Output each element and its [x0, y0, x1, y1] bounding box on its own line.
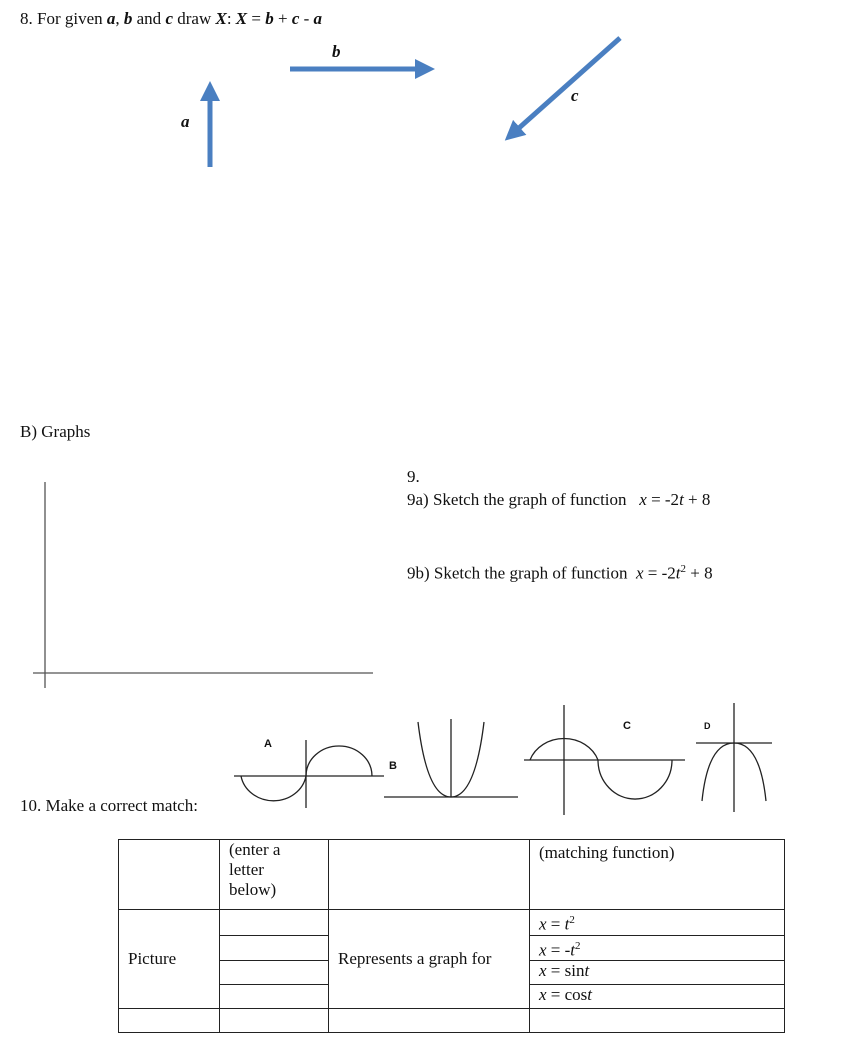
- vector-a-label: a: [181, 112, 190, 131]
- section-b-title: B) Graphs: [20, 422, 91, 441]
- q8-eq-b: b: [265, 9, 274, 28]
- table-row: x = sint: [119, 960, 785, 986]
- fn1-t: t: [564, 914, 570, 934]
- q9b-exp: 2: [680, 563, 687, 575]
- q8-var-b: b: [123, 9, 133, 28]
- letter-input-2[interactable]: [219, 934, 329, 962]
- graph-a-label: A: [264, 738, 272, 750]
- graph-b-sketch: [384, 719, 518, 798]
- q9b-var-x: x: [635, 563, 644, 583]
- graph-d-label: D: [704, 721, 711, 731]
- fn2-sup: 2: [575, 939, 581, 952]
- q9b-prefix: 9b) Sketch the graph of function: [407, 563, 628, 583]
- letter-input-4[interactable]: [219, 984, 329, 1010]
- q8-colon: :: [226, 9, 232, 28]
- vector-c-label: c: [571, 86, 579, 105]
- picture-cell: Picture: [118, 908, 220, 1010]
- q9a-prefix: 9a) Sketch the graph of function: [407, 490, 627, 509]
- function-cell-3: x = sint: [529, 960, 785, 986]
- footer-cell-2[interactable]: [219, 1008, 329, 1034]
- graph-b-label: B: [389, 760, 397, 772]
- q10-label: 10. Make a correct match:: [20, 796, 198, 815]
- graph-d-sketch: [696, 703, 772, 812]
- header-empty-1: [118, 839, 220, 910]
- fn2-eq: = -: [546, 940, 571, 960]
- q8-heading: 8. For given a, b and c draw X: X = b + …: [20, 9, 322, 29]
- table-row: Picture Represents a graph for x = t2: [118, 908, 785, 1010]
- q8-draw: draw: [177, 9, 212, 28]
- q8-var-c: c: [165, 9, 173, 28]
- q9a-post: + 8: [683, 490, 711, 509]
- header-enter-letter: (enter a letter below): [219, 839, 329, 910]
- fn2-var: x: [539, 940, 547, 960]
- q9b-text: 9b) Sketch the graph of function x = -2t…: [407, 559, 713, 584]
- q8-eq-x: X: [235, 9, 248, 28]
- fn3-var: x: [539, 961, 547, 981]
- fn3-t: t: [584, 961, 590, 981]
- footer-cell-3: [328, 1008, 530, 1034]
- fn1-sup: 2: [569, 914, 575, 926]
- fn4-var: x: [539, 985, 547, 1005]
- q8-minus: -: [303, 9, 310, 28]
- footer-cell-1: [118, 1008, 220, 1034]
- q8-and: and: [136, 9, 162, 28]
- footer-cell-4: [529, 1008, 785, 1034]
- q8-eq-sign: =: [251, 9, 261, 28]
- graph-c-label: C: [623, 720, 631, 732]
- q8-var-a: a: [106, 9, 116, 28]
- vector-c-arrow: [504, 36, 622, 141]
- header-enter-line-3: below): [229, 880, 277, 899]
- letter-input-1[interactable]: [219, 909, 329, 936]
- graph-a-sketch: [234, 740, 384, 808]
- letter-input-3[interactable]: [219, 960, 329, 986]
- vector-b-label: b: [332, 42, 341, 61]
- q8-var-x: X: [215, 9, 227, 28]
- header-enter-line-1: (enter a: [229, 840, 281, 859]
- fn4-t: t: [587, 985, 593, 1005]
- q8-eq-a: a: [313, 9, 323, 28]
- fn4-eq: = cos: [546, 985, 588, 1005]
- function-cell-1: x = t2: [529, 909, 785, 936]
- q9a-mid: = -2: [646, 490, 680, 509]
- header-empty-2: [328, 839, 530, 910]
- q8-eq-c: c: [291, 9, 300, 28]
- fn1-var: x: [539, 914, 547, 934]
- graph-c-sketch: [524, 705, 685, 815]
- q9a-var-t: t: [679, 490, 684, 509]
- q9a-text: 9a) Sketch the graph of function x = -2t…: [407, 490, 710, 510]
- table-row: [118, 1008, 785, 1034]
- fn1-eq: =: [546, 914, 565, 934]
- fn3-eq: = sin: [546, 961, 585, 981]
- fn2-t: t: [570, 940, 576, 960]
- header-matching: (matching function): [529, 839, 785, 910]
- q8-comma-1: ,: [115, 9, 120, 28]
- header-enter-line-2: letter: [229, 860, 264, 879]
- table-header-row: (enter a letter below) (matching functio…: [118, 839, 785, 910]
- function-cell-4: x = cost: [529, 984, 785, 1010]
- q8-plus: +: [277, 9, 288, 28]
- q9b-var-t: t: [675, 563, 681, 583]
- q8-label: 8. For given: [20, 9, 103, 28]
- table-row: x = cost: [119, 984, 785, 1010]
- function-cell-2: x = -t2: [529, 934, 785, 962]
- q9-number: 9.: [407, 467, 420, 486]
- represents-cell: Represents a graph for: [328, 908, 530, 1010]
- q9a-var-x: x: [639, 490, 647, 509]
- q9b-mid: = -2: [643, 563, 676, 583]
- match-table: (enter a letter below) (matching functio…: [118, 839, 785, 1034]
- q9b-post: + 8: [686, 563, 713, 583]
